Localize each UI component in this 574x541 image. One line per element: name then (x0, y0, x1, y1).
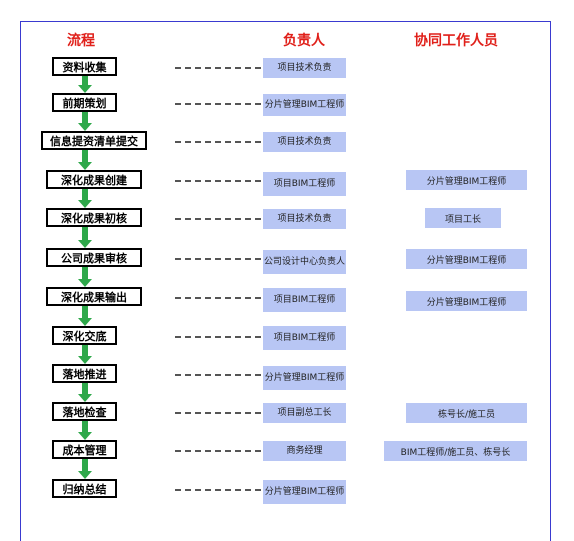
dashed-connector (175, 180, 261, 182)
collaborator-box: 分片管理BIM工程师 (406, 291, 527, 311)
collaborator-box: 项目工长 (425, 208, 501, 228)
owner-box: 项目技术负责 (263, 132, 346, 152)
header-collaborators: 协同工作人员 (414, 33, 498, 49)
owner-box: 项目技术负责 (263, 58, 346, 78)
dashed-connector (175, 412, 261, 414)
flow-arrow-icon (78, 112, 92, 131)
owner-box: 项目BIM工程师 (263, 288, 346, 312)
flow-arrow-icon (78, 267, 92, 287)
dashed-connector (175, 336, 261, 338)
dashed-connector (175, 141, 261, 143)
process-step: 资料收集 (52, 57, 117, 76)
process-step: 深化成果初核 (46, 208, 142, 227)
owner-box: 项目技术负责 (263, 209, 346, 229)
process-step: 前期策划 (52, 93, 117, 112)
header-process: 流程 (67, 33, 95, 49)
process-step: 归纳总结 (52, 479, 117, 498)
owner-box: 商务经理 (263, 441, 346, 461)
process-step: 成本管理 (52, 440, 117, 459)
flow-arrow-icon (78, 459, 92, 479)
owner-box: 分片管理BIM工程师 (263, 94, 346, 116)
process-step: 深化成果创建 (46, 170, 142, 189)
process-step: 信息提资清单提交 (41, 131, 147, 150)
dashed-connector (175, 67, 261, 69)
flow-arrow-icon (78, 345, 92, 364)
dashed-connector (175, 218, 261, 220)
dashed-connector (175, 297, 261, 299)
flow-arrow-icon (78, 227, 92, 248)
owner-box: 公司设计中心负责人 (263, 250, 346, 274)
header-owner: 负责人 (283, 33, 325, 49)
process-step: 深化交底 (52, 326, 117, 345)
dashed-connector (175, 489, 261, 491)
dashed-connector (175, 450, 261, 452)
dashed-connector (175, 374, 261, 376)
flow-arrow-icon (78, 76, 92, 93)
flow-arrow-icon (78, 150, 92, 170)
owner-box: 分片管理BIM工程师 (263, 366, 346, 390)
owner-box: 项目BIM工程师 (263, 172, 346, 196)
owner-box: 分片管理BIM工程师 (263, 480, 346, 504)
process-step: 公司成果审核 (46, 248, 142, 267)
collaborator-box: 栋号长/施工员 (406, 403, 527, 423)
flow-arrow-icon (78, 189, 92, 208)
dashed-connector (175, 103, 261, 105)
flow-arrow-icon (78, 306, 92, 326)
process-step: 落地检查 (52, 402, 117, 421)
flow-arrow-icon (78, 421, 92, 440)
owner-box: 项目BIM工程师 (263, 326, 346, 350)
dashed-connector (175, 258, 261, 260)
flow-arrow-icon (78, 383, 92, 402)
collaborator-box: BIM工程师/施工员、栋号长 (384, 441, 527, 461)
process-step: 落地推进 (52, 364, 117, 383)
owner-box: 项目副总工长 (263, 403, 346, 423)
process-step: 深化成果输出 (46, 287, 142, 306)
collaborator-box: 分片管理BIM工程师 (406, 249, 527, 269)
diagram-frame (20, 21, 551, 541)
collaborator-box: 分片管理BIM工程师 (406, 170, 527, 190)
